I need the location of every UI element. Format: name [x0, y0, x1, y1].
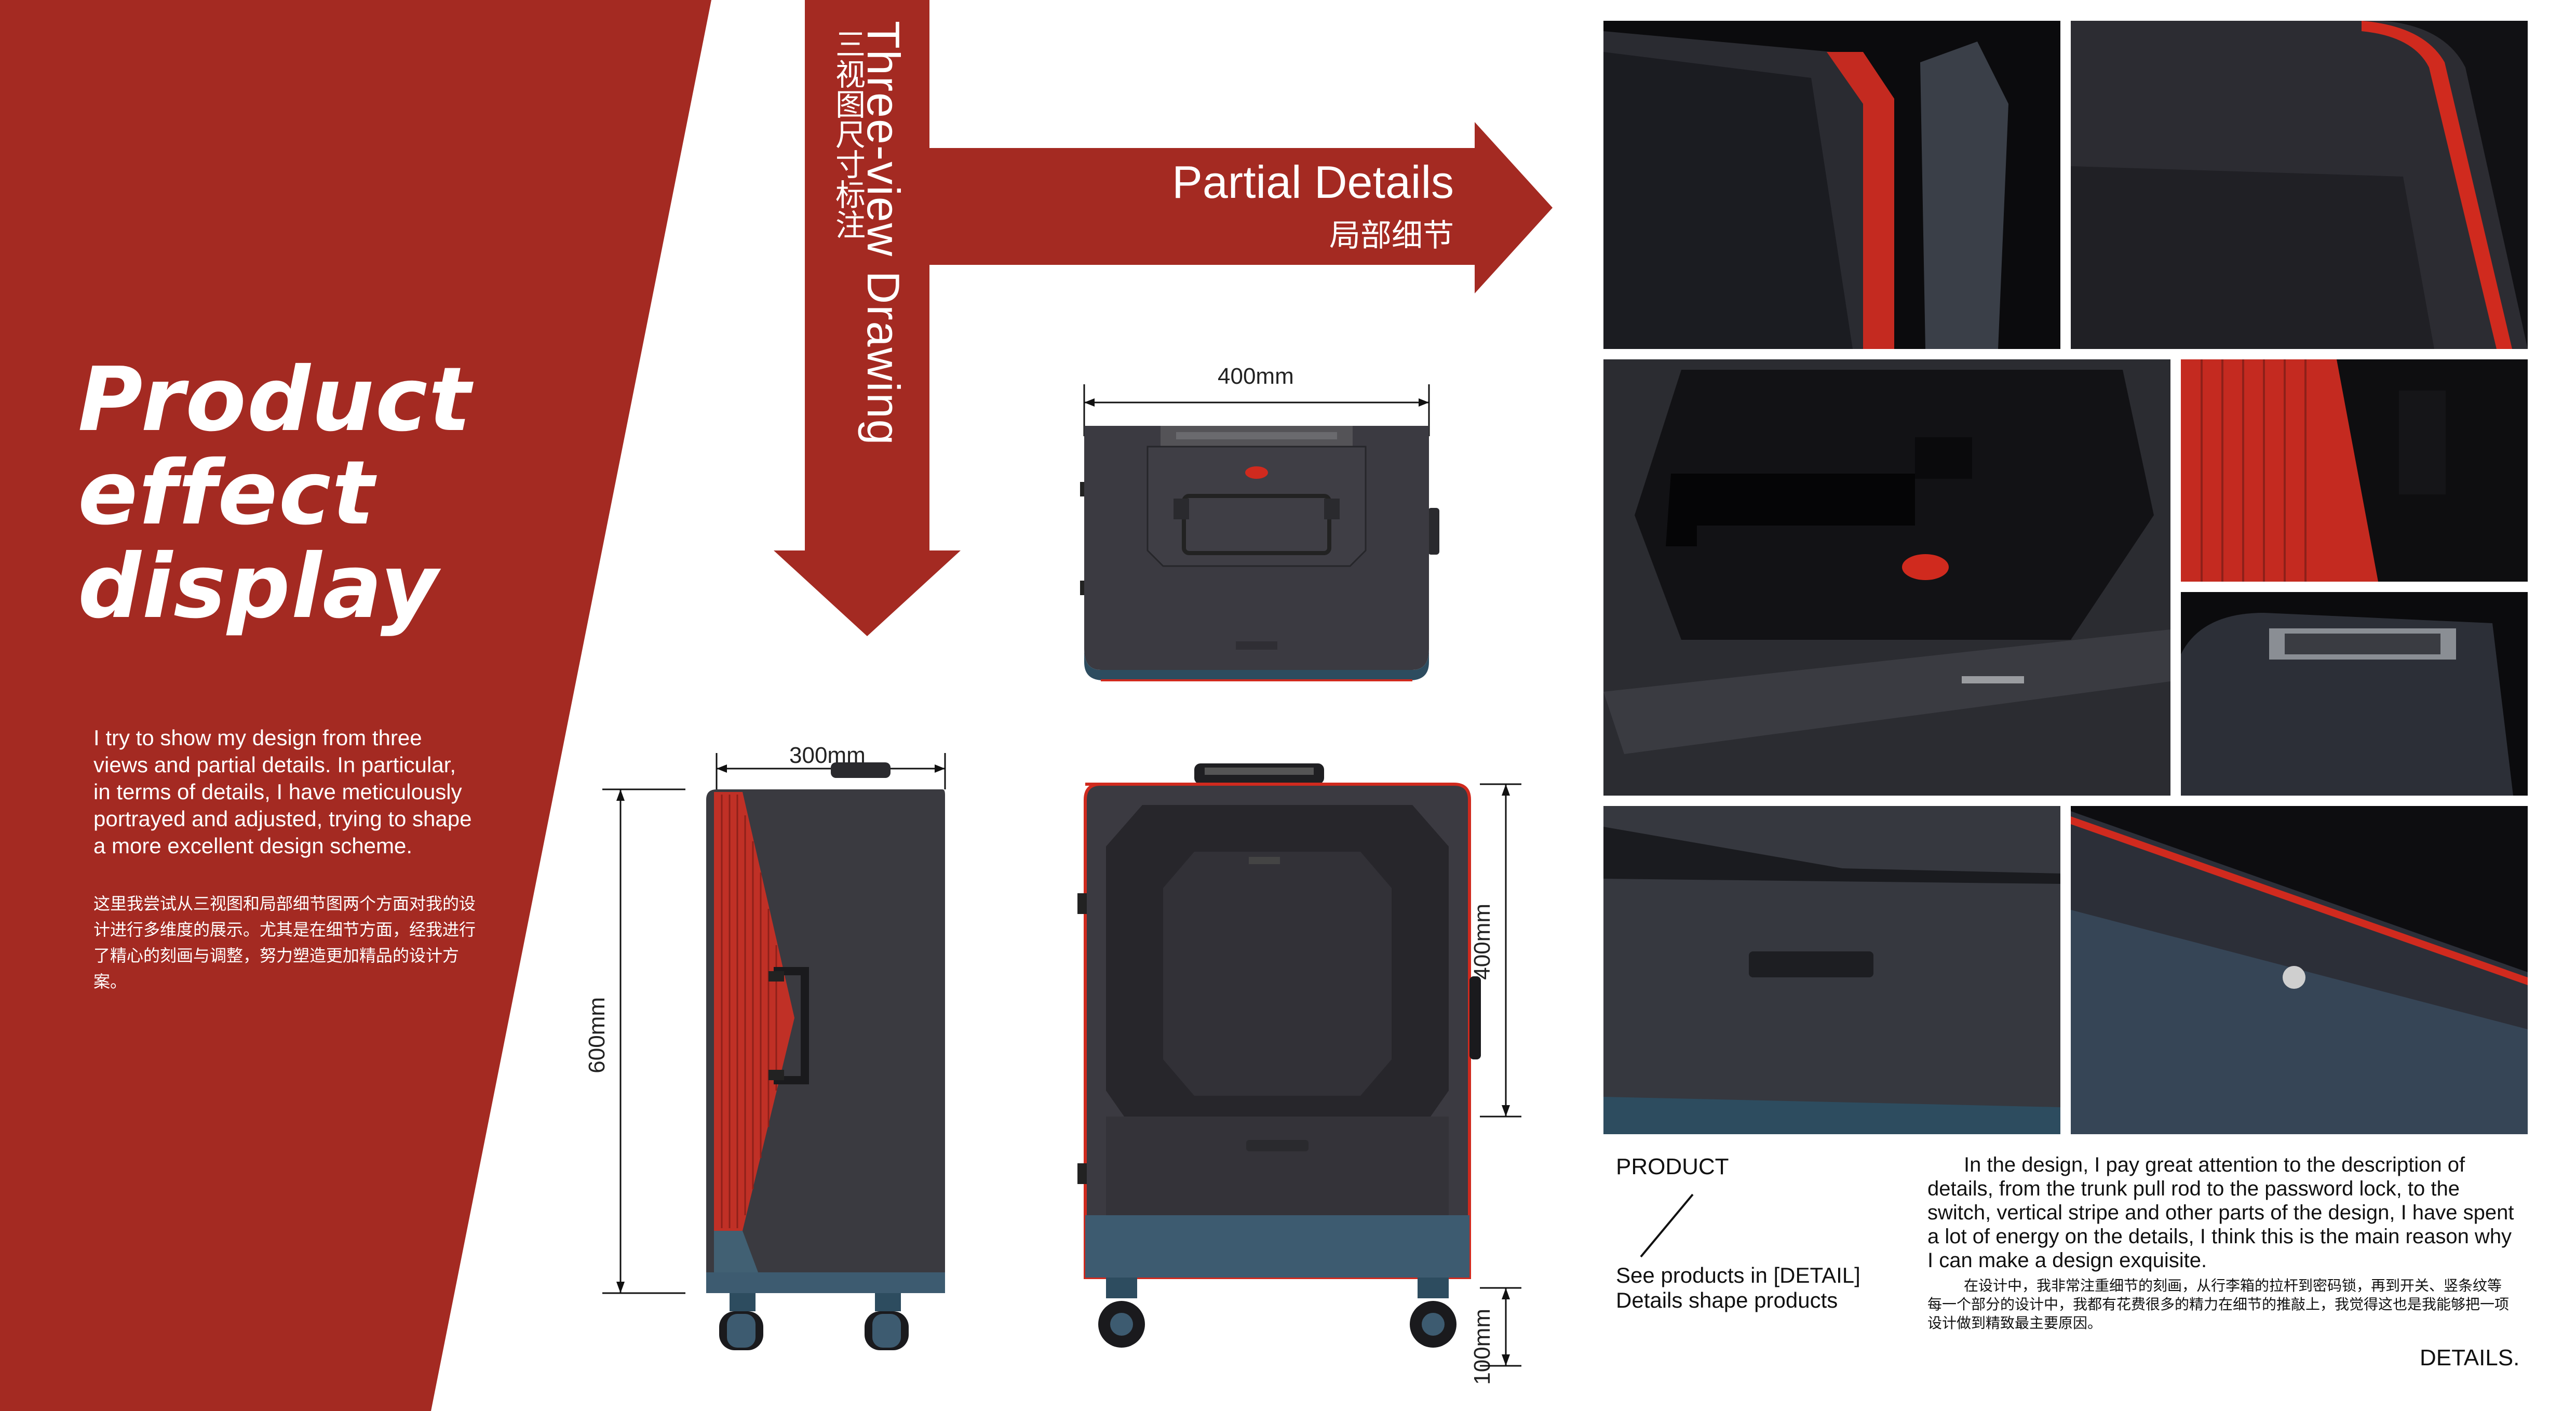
three-view-label-en: Three-view Drawing — [858, 21, 909, 446]
intro-text-en: I try to show my design from three views… — [93, 725, 472, 858]
detail-photo-lock — [2181, 592, 2528, 796]
detail-photo-drawer — [1603, 806, 2060, 1134]
three-view-label-zh: 三视图尺寸标注 — [831, 29, 865, 239]
direction-arrows — [774, 0, 1553, 636]
detail-photo-1 — [1603, 21, 2060, 349]
title-line-2: effect — [78, 442, 375, 545]
details-corner-label: DETAILS. — [2420, 1345, 2520, 1370]
diagonal-divider — [1640, 1193, 1694, 1258]
down-arrow-icon — [774, 0, 961, 636]
detail-photo-stripes — [2181, 359, 2528, 582]
title-line-1: Product — [78, 348, 472, 451]
page-title: Product effect display — [78, 353, 472, 634]
red-side-panel — [0, 0, 711, 1411]
suitcase-top-view-icon — [1080, 384, 1439, 681]
see-line-2: Details shape products — [1616, 1288, 1838, 1312]
partial-details-label-en: Partial Details — [1172, 156, 1454, 208]
right-arrow-icon — [929, 122, 1553, 293]
detail-photo-2 — [2071, 21, 2528, 349]
title-line-3: display — [78, 535, 439, 638]
dim-top-width: 400mm — [1218, 364, 1294, 389]
product-label: PRODUCT — [1616, 1154, 1729, 1179]
details-description-en: In the design, I pay great attention to … — [1927, 1153, 2514, 1272]
intro-text-zh: 这里我尝试从三视图和局部细节图两个方面对我的设计进行多维度的展示。尤其是在细节方… — [93, 894, 476, 991]
detail-photo-zipper — [2071, 806, 2528, 1134]
detail-photo-handle — [1603, 359, 2170, 796]
partial-details-label-zh: 局部细节 — [1329, 218, 1454, 253]
see-line-1: See products in [DETAIL] — [1616, 1263, 1860, 1287]
suitcase-front-view-icon — [1077, 763, 1521, 1367]
see-products-note: See products in [DETAIL] Details shape p… — [1616, 1263, 1860, 1313]
details-description-zh: 在设计中，我非常注重细节的刻画，从行李箱的拉杆到密码锁，再到开关、竖条纹等每一个… — [1927, 1278, 2510, 1331]
suitcase-side-view-icon — [602, 753, 946, 1350]
